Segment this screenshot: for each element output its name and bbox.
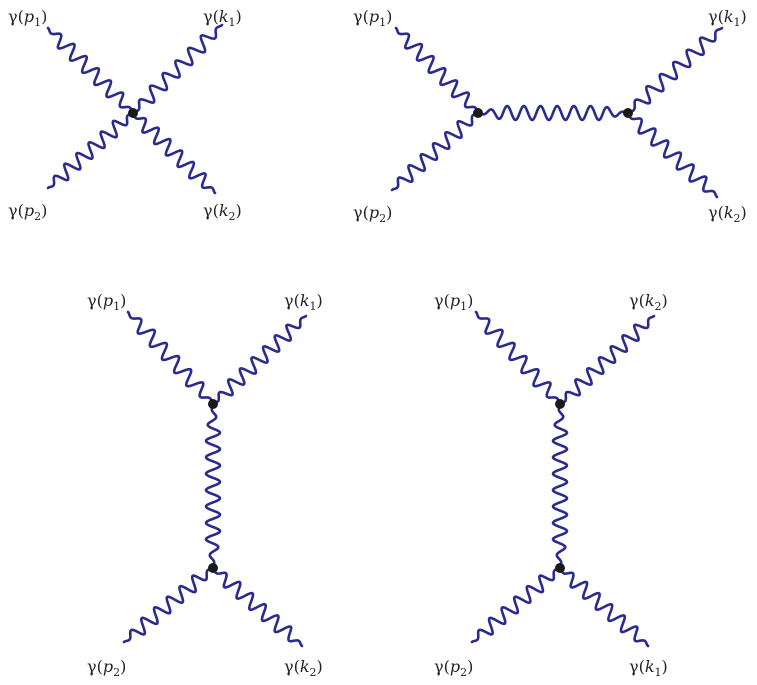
vertex-dot-right (623, 108, 633, 118)
vertex-dot-top (208, 399, 218, 409)
photon-line-p1 (474, 310, 562, 406)
photon-line-p2 (470, 566, 562, 644)
label-gamma-k1: γ(k1) (708, 7, 747, 29)
label-gamma-k2: γ(k2) (284, 657, 323, 679)
photon-line-k1 (558, 566, 650, 648)
label-gamma-p1: γ(p1) (353, 7, 392, 29)
label-gamma-p1: γ(p1) (434, 291, 473, 313)
label-gamma-p2: γ(p2) (8, 201, 47, 223)
label-gamma-k2: γ(k2) (629, 291, 668, 313)
vertex-dot-bottom (555, 563, 565, 573)
diagram-contact: γ(p1) γ(k1) γ(p2) γ(k2) (8, 7, 242, 223)
photon-line-k1 (626, 26, 724, 115)
photon-line-p2 (122, 566, 215, 644)
photon-line-k2 (211, 566, 304, 648)
photon-line-p1 (394, 26, 480, 115)
photon-line-p2 (390, 111, 480, 192)
label-gamma-k1: γ(k1) (629, 657, 668, 679)
vertex-dot-top (555, 399, 565, 409)
diagram-s-channel: γ(p1) γ(k1) γ(p2) γ(k2) (353, 7, 747, 225)
photon-propagator (204, 402, 222, 570)
photon-line-k2 (131, 111, 217, 195)
photon-line-k1 (131, 23, 224, 115)
label-gamma-p2: γ(p2) (87, 657, 126, 679)
label-gamma-p2: γ(p2) (434, 657, 473, 679)
diagram-u-channel: γ(p1) γ(k2) γ(p2) γ(k1) (434, 291, 668, 679)
vertex-dot-bottom (208, 563, 218, 573)
vertex-dot (128, 108, 138, 118)
photon-line-p1 (46, 26, 135, 115)
photon-propagator (476, 104, 630, 122)
label-gamma-p2: γ(p2) (353, 203, 392, 225)
label-gamma-k2: γ(k2) (203, 201, 242, 223)
photon-line-k1 (211, 314, 308, 406)
diagram-t-channel: γ(p1) γ(k1) γ(p2) γ(k2) (87, 291, 323, 679)
photon-line-k2 (626, 111, 719, 199)
label-gamma-p1: γ(p1) (8, 7, 47, 29)
photon-line-k2 (558, 314, 656, 406)
label-gamma-p1: γ(p1) (87, 291, 126, 313)
photon-propagator (551, 402, 569, 570)
label-gamma-k1: γ(k1) (284, 291, 323, 313)
label-gamma-k1: γ(k1) (203, 7, 242, 29)
label-gamma-k2: γ(k2) (708, 203, 747, 225)
photon-line-p2 (46, 111, 135, 190)
vertex-dot-left (473, 108, 483, 118)
photon-line-p1 (126, 310, 215, 406)
